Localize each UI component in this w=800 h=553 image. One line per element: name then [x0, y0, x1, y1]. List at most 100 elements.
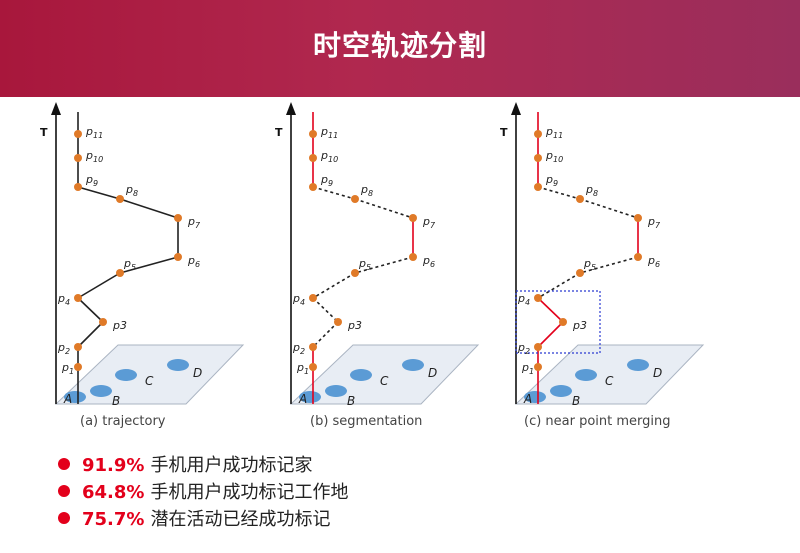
stat-activity: 75.7%潜在活动已经成功标记 [58, 506, 348, 533]
trajectory-segment [537, 297, 564, 323]
location-marker [550, 385, 572, 397]
location-marker [90, 385, 112, 397]
location-label: C [380, 374, 389, 388]
point-label-subscript: 2 [525, 347, 530, 356]
point-label-subscript: 1 [529, 367, 534, 376]
trajectory-point [116, 195, 124, 203]
trajectory-point [174, 214, 182, 222]
axis-label: T [500, 126, 508, 139]
point-label-subscript: 8 [368, 189, 373, 198]
point-label: p6 [187, 254, 200, 269]
trajectory-point [634, 214, 642, 222]
point-label-subscript: 10 [553, 155, 563, 164]
point-label: p6 [647, 254, 660, 269]
point-label-subscript: 6 [655, 260, 660, 269]
location-label: A [298, 392, 307, 406]
trajectory-segment [312, 272, 356, 299]
location-marker [350, 369, 372, 381]
bullet-dot-icon [58, 485, 70, 497]
stat-text: 手机用户成功标记家 [150, 455, 313, 476]
point-label-subscript: 1 [304, 367, 309, 376]
bullet-dot-icon [58, 512, 70, 524]
point-label-subscript: 11 [93, 131, 103, 140]
trajectory-segment [354, 198, 414, 219]
point-label: p10 [85, 149, 103, 164]
location-label: D [193, 366, 202, 380]
stat-home: 91.9%手机用户成功标记家 [58, 452, 348, 479]
point-label: p1 [521, 361, 534, 376]
point-label-subscript: 11 [328, 131, 338, 140]
trajectory-point [309, 343, 317, 351]
location-label: C [145, 374, 154, 388]
point-label: p4 [292, 292, 305, 307]
point-label-subscript: 11 [553, 131, 563, 140]
trajectory-segment [312, 297, 339, 323]
trajectory-point [74, 183, 82, 191]
location-label: B [572, 394, 580, 408]
trajectory-segment [537, 186, 581, 200]
location-label: A [523, 392, 532, 406]
point-label: p10 [320, 149, 338, 164]
trajectory-point [534, 363, 542, 371]
axis-arrow-icon [286, 102, 296, 115]
stat-percent: 91.9% [82, 455, 145, 476]
trajectory-point [534, 130, 542, 138]
point-label-subscript: 8 [593, 189, 598, 198]
point-label-subscript: 6 [430, 260, 435, 269]
axis-label: T [275, 126, 283, 139]
point-label-subscript: 9 [553, 179, 558, 188]
axis-arrow-icon [511, 102, 521, 115]
point-label-subscript: 10 [93, 155, 103, 164]
point-label-subscript: 10 [328, 155, 338, 164]
location-marker [402, 359, 424, 371]
point-label: p11 [85, 125, 103, 140]
point-label: p5 [123, 257, 136, 272]
point-label-subscript: 2 [65, 347, 70, 356]
location-label: A [63, 392, 72, 406]
point-label-subscript: 4 [65, 298, 70, 307]
axis-label: T [40, 126, 48, 139]
point-label-subscript: 2 [300, 347, 305, 356]
location-label: D [653, 366, 662, 380]
trajectory-point [351, 195, 359, 203]
point-label: p5 [583, 257, 596, 272]
trajectory-segment [77, 272, 121, 299]
trajectory-point [351, 269, 359, 277]
trajectory-point [334, 318, 342, 326]
trajectory-segment [119, 198, 179, 219]
point-label: p3 [572, 319, 587, 332]
stats-list: 91.9%手机用户成功标记家 64.8%手机用户成功标记工作地 75.7%潜在活… [58, 452, 348, 533]
point-label-subscript: 5 [366, 263, 371, 272]
trajectory-point [174, 253, 182, 261]
trajectory-point [116, 269, 124, 277]
point-label-subscript: 6 [195, 260, 200, 269]
point-label-subscript: 9 [93, 179, 98, 188]
trajectory-point [74, 363, 82, 371]
point-label-subscript: 5 [591, 263, 596, 272]
point-label-subscript: 7 [655, 221, 661, 230]
trajectory-segment [77, 297, 104, 323]
caption-segmentation: (b) segmentation [310, 414, 423, 429]
trajectory-segment [77, 186, 121, 200]
point-label-subscript: 4 [300, 298, 305, 307]
trajectory-point [74, 130, 82, 138]
point-label-subscript: 7 [430, 221, 436, 230]
trajectory-segment [579, 198, 639, 219]
point-label: p8 [125, 183, 138, 198]
trajectory-segment [537, 272, 581, 299]
trajectory-point [409, 214, 417, 222]
point-label: p4 [517, 292, 530, 307]
location-label: B [347, 394, 355, 408]
trajectory-segment [312, 321, 339, 348]
bullet-dot-icon [58, 458, 70, 470]
point-label-subscript: 5 [131, 263, 136, 272]
trajectory-point [634, 253, 642, 261]
point-label: p7 [187, 215, 201, 230]
point-label: p6 [422, 254, 435, 269]
point-label: p2 [292, 341, 305, 356]
trajectory-point [409, 253, 417, 261]
trajectory-segment [119, 256, 179, 274]
point-label: p10 [545, 149, 563, 164]
